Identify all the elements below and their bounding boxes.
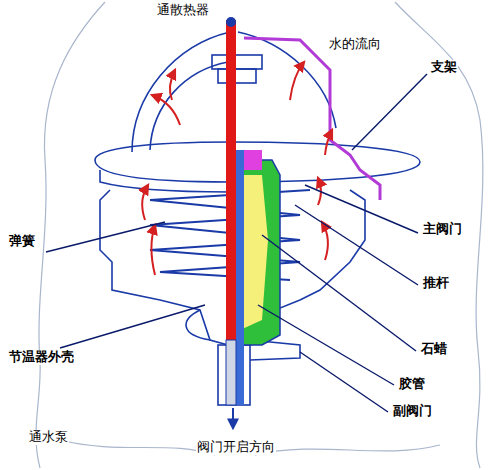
part-label: 支架	[430, 60, 458, 75]
wax-capsule	[240, 160, 280, 345]
opening-arrow	[232, 408, 234, 428]
engine-outline	[36, 2, 483, 468]
leader-line	[46, 74, 427, 412]
part-label: 弹簧	[8, 234, 36, 249]
push-rod	[226, 20, 236, 350]
flow-arrow	[142, 62, 332, 275]
rod-lower	[226, 340, 236, 405]
part-label: 阀门开启方向	[196, 440, 276, 455]
part-label: 胶管	[398, 377, 426, 392]
part-label: 石蜡	[420, 342, 448, 357]
part-label: 节温器外壳	[8, 350, 75, 365]
part-label: 通水泵	[28, 430, 69, 445]
part-label: 副阀门	[392, 404, 433, 419]
thermostat-body	[95, 32, 420, 405]
rod-tip	[226, 17, 236, 27]
part-label: 推杆	[422, 276, 450, 291]
wax	[240, 175, 268, 330]
part-label: 水的流向	[328, 37, 382, 52]
rod-shell	[236, 150, 244, 405]
part-label: 通散热器	[156, 3, 210, 18]
part-label: 主阀门	[422, 222, 463, 237]
